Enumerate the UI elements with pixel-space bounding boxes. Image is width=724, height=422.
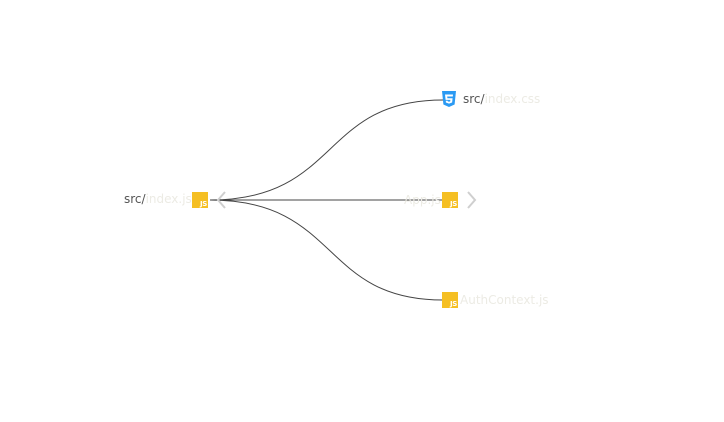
js-file-icon: JS: [442, 292, 458, 308]
node-index-js-icon-wrap: JS: [192, 192, 208, 208]
js-file-icon: JS: [442, 192, 458, 208]
node-authcontext-js[interactable]: JS AuthContext.js: [442, 292, 549, 308]
edge-index-to-authcontext: [209, 199, 444, 301]
node-app-js[interactable]: App.js: [404, 192, 441, 208]
node-file-name: App.js: [404, 193, 441, 207]
js-file-icon: JS: [192, 192, 208, 208]
node-file-name: AuthContext.js: [460, 293, 549, 307]
node-file-name: index.js: [145, 192, 192, 206]
chevron-left-icon[interactable]: [215, 189, 229, 211]
node-index-css[interactable]: src/ index.css: [440, 91, 540, 107]
css-file-icon: [442, 91, 456, 107]
edge-index-to-css: [209, 99, 444, 201]
node-path-prefix: src/: [124, 192, 146, 206]
node-index-js[interactable]: src/ index.js: [124, 191, 192, 207]
js-icon-label: JS: [449, 300, 457, 308]
js-icon-label: JS: [449, 200, 457, 208]
node-path-prefix: src/: [463, 92, 485, 106]
chevron-right-icon[interactable]: [464, 189, 478, 211]
node-file-name: index.css: [484, 92, 541, 106]
js-icon-label: JS: [199, 200, 207, 208]
node-app-js-icon-wrap: JS: [442, 192, 458, 208]
